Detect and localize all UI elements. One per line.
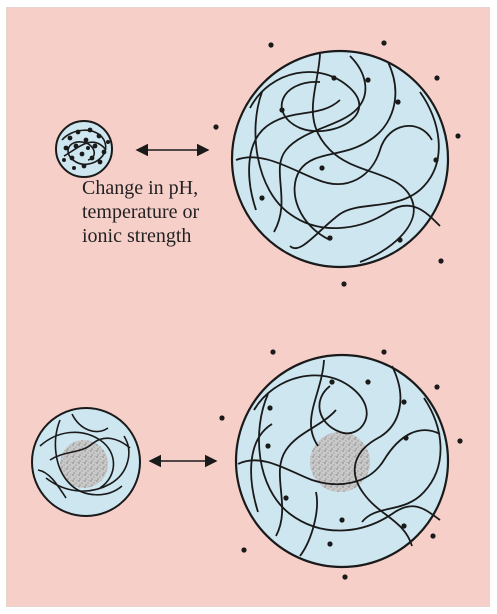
bottom-swollen-gel bbox=[236, 355, 448, 567]
caption-line-1: Change in pH, bbox=[82, 176, 282, 200]
bottom-collapsed-gel bbox=[32, 408, 140, 516]
bottom-swollen-gel-core bbox=[310, 432, 370, 492]
condition-caption: Change in pH, temperature or ionic stren… bbox=[82, 176, 282, 248]
caption-line-3: ionic strength bbox=[82, 224, 282, 248]
top-collapsed-gel bbox=[56, 121, 112, 177]
caption-line-2: temperature or bbox=[82, 200, 282, 224]
